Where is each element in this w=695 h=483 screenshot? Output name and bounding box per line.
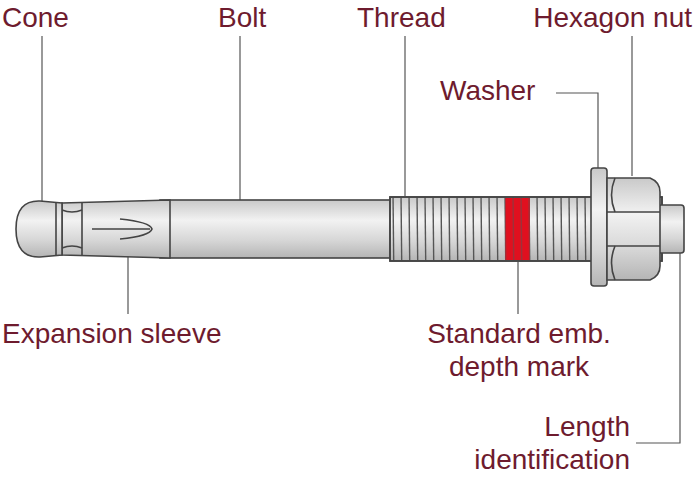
leader-lines	[42, 36, 680, 443]
depth-mark	[505, 198, 530, 260]
part-label: Standard emb. depth mark	[404, 317, 634, 383]
anchor-body	[16, 168, 684, 286]
part-label: Expansion sleeve	[2, 317, 221, 350]
part-label: Thread	[357, 1, 446, 34]
part-label: Hexagon nut	[533, 1, 692, 34]
part-label: Length identification	[430, 410, 630, 476]
part-label: Cone	[2, 1, 69, 34]
part-label: Washer	[440, 74, 535, 107]
part-label: Bolt	[218, 1, 266, 34]
